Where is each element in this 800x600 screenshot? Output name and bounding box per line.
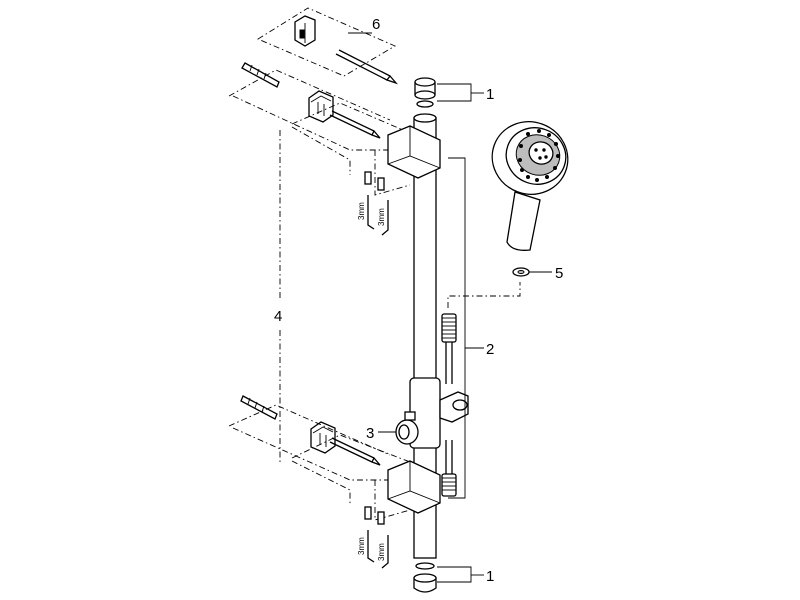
hose-bracket-line [447, 157, 521, 499]
fixing-kit-screw-icon [335, 49, 399, 85]
top-screw-icon [329, 110, 381, 139]
callout-hose: 2 [486, 341, 494, 358]
bottom-wall-plug-icon [240, 395, 278, 420]
bottom-allen-key-size-right: 3mm [377, 543, 386, 561]
fixing-kit-group [257, 7, 399, 85]
bottom-allen-key-size-left: 3mm [357, 537, 366, 555]
top-allen-key-right-icon [381, 200, 389, 236]
callout-slider: 3 [366, 425, 374, 442]
bottom-end-cap-icon [413, 562, 437, 593]
callout-end-cap-bottom: 1 [486, 568, 494, 585]
bottom-grub-screws-icon [364, 506, 385, 525]
top-wall-bracket-icon [308, 90, 334, 123]
fixing-kit-bracket-icon [294, 15, 316, 47]
top-bracket-guides [228, 69, 411, 196]
bottom-screw-icon [329, 437, 381, 466]
callout-leaders [348, 32, 552, 583]
callout-fixing-kit: 6 [372, 16, 380, 33]
callout-rail-spacing: 4 [274, 308, 282, 325]
bottom-allen-key-left-icon [367, 530, 375, 563]
callout-washer: 5 [555, 265, 563, 282]
bottom-bracket-guides [228, 404, 411, 521]
fixing-kit-outline [257, 7, 396, 77]
hose-icon [441, 313, 457, 497]
hand-shower-icon [491, 121, 569, 251]
top-end-cap-icon [414, 77, 436, 108]
top-allen-key-size-left: 3mm [357, 202, 366, 220]
top-rail-bracket-icon [387, 125, 441, 179]
callout-end-cap-top: 1 [486, 86, 494, 103]
spray-nozzles [518, 129, 560, 182]
bottom-rail-bracket-icon [387, 460, 441, 514]
top-allen-key-left-icon [367, 195, 375, 230]
bottom-wall-bracket-icon [310, 421, 336, 454]
top-wall-plug-icon [241, 62, 280, 88]
slider-icon [395, 377, 469, 449]
top-allen-key-size-right: 3mm [377, 208, 386, 226]
bottom-allen-key-right-icon [381, 535, 389, 569]
top-grub-screws-icon [364, 171, 385, 191]
washer-icon [512, 267, 530, 277]
